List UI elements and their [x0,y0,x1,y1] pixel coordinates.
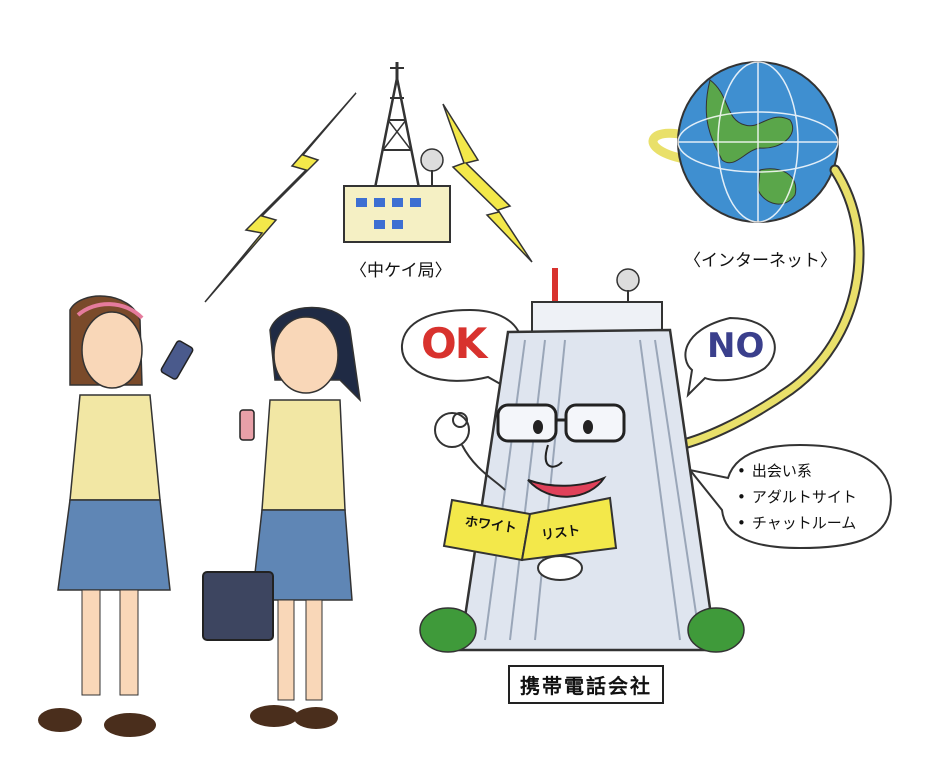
relay-station-label: 〈中ケイ局〉 [350,261,452,281]
shrub-left [419,607,477,653]
shrub-right [687,607,745,653]
phone-company-label: 携帯電話会社 [508,665,664,704]
schoolgirl-right [202,306,362,729]
blocked-category-list: 出会い系 アダルトサイト チャットルーム [737,458,857,536]
no-speech-text: NO [707,326,765,366]
phone-company-building [434,268,718,652]
lightning-bolt-left [204,92,357,303]
blocked-category-item: チャットルーム [737,510,857,536]
lightning-bolt-right [442,103,533,263]
relay-station [343,62,451,243]
blocked-category-item: 出会い系 [737,458,857,484]
internet-label: 〈インターネット〉 [684,251,837,271]
no-speech-bubble [684,316,776,398]
globe-icon [648,61,839,223]
schoolgirl-left [38,295,194,737]
blocked-category-item: アダルトサイト [737,484,857,510]
ok-speech-text: OK [421,319,487,368]
